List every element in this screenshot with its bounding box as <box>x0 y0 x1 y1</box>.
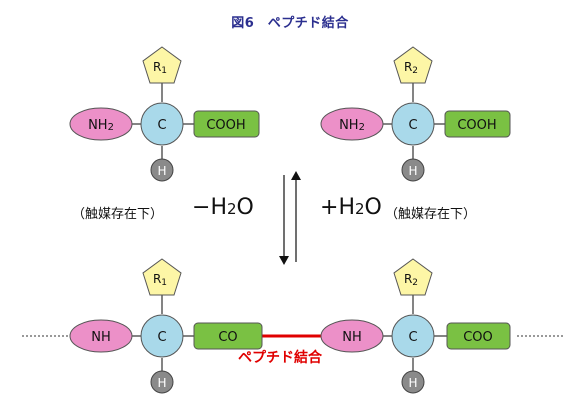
carbon-circle <box>391 102 435 146</box>
hydrogen-label: H <box>157 164 166 178</box>
r1-pentagon <box>142 258 182 296</box>
page-title: 図6 ペプチド結合 <box>231 16 349 31</box>
amine-label: NH2 <box>339 118 365 133</box>
forward-condition: （触媒存在下） <box>72 207 164 222</box>
acid-label: CO <box>218 330 237 345</box>
r2-pentagon <box>393 258 433 296</box>
r2-pentagon <box>393 46 433 84</box>
acid-label: COOH <box>206 118 245 133</box>
acid-label: COOH <box>457 118 496 133</box>
product-2: R2 NH C COO H <box>320 258 511 394</box>
hydrogen-label: H <box>408 164 417 178</box>
hydrogen-circle <box>401 158 425 182</box>
forward-arrow-head <box>279 256 289 265</box>
acid-box <box>193 322 263 350</box>
r1-label: R1 <box>153 60 167 76</box>
r2-label: R2 <box>404 272 418 288</box>
carbon-label: C <box>408 330 417 345</box>
acid-box <box>444 110 511 138</box>
carbon-circle <box>140 314 184 358</box>
carbon-label: C <box>408 118 417 133</box>
r2-label: R2 <box>404 60 418 76</box>
reaction-arrows <box>279 171 301 265</box>
hydrogen-circle <box>150 158 174 182</box>
product-1: R1 NH C CO H <box>69 258 263 394</box>
hydrogen-label: H <box>157 376 166 390</box>
r1-pentagon <box>142 46 182 84</box>
hydrogen-circle <box>401 370 425 394</box>
hydrogen-circle <box>150 370 174 394</box>
amine-ellipse <box>69 107 133 141</box>
reverse-formula: +H2O <box>320 195 382 220</box>
carbon-label: C <box>157 330 166 345</box>
amine-label: NH2 <box>88 118 114 133</box>
forward-formula: −H2O <box>192 195 254 220</box>
reactant-1: R1 NH2 C COOH H <box>69 46 260 182</box>
hydrogen-label: H <box>408 376 417 390</box>
carbon-label: C <box>157 118 166 133</box>
carbon-circle <box>391 314 435 358</box>
peptide-bond-label: ペプチド結合 <box>238 350 322 366</box>
amine-ellipse <box>69 319 133 353</box>
amine-label: NH <box>342 330 362 345</box>
acid-box <box>446 322 511 350</box>
acid-box <box>193 110 260 138</box>
r1-label: R1 <box>153 272 167 288</box>
amine-ellipse <box>320 319 384 353</box>
carbon-circle <box>140 102 184 146</box>
acid-label: COO <box>463 330 493 345</box>
reactant-2: R2 NH2 C COOH H <box>320 46 511 182</box>
reverse-condition: （触媒存在下） <box>385 207 477 222</box>
reverse-arrow-head <box>291 171 301 180</box>
amine-ellipse <box>320 107 384 141</box>
amine-label: NH <box>91 330 111 345</box>
